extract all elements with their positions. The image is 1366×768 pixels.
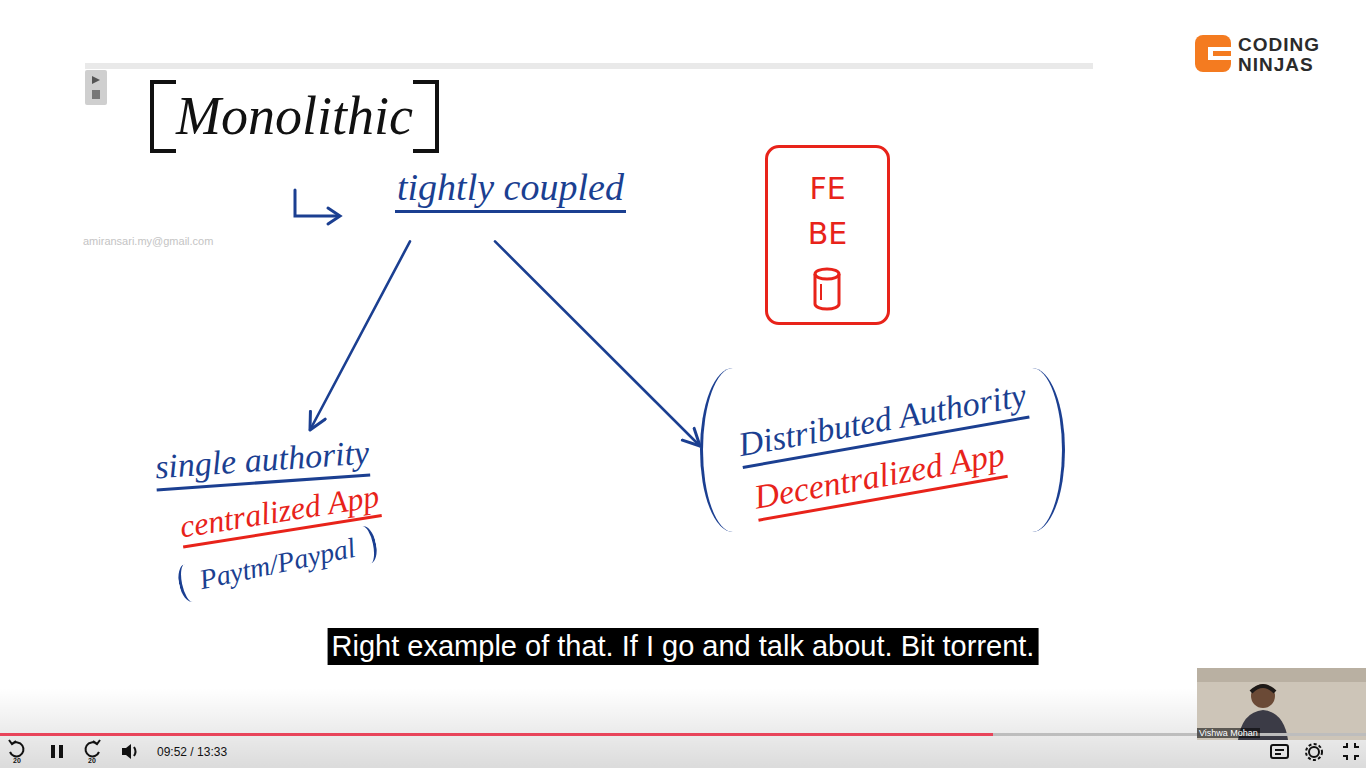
example-text: Paytm/Paypal xyxy=(175,525,379,603)
label-holder: amiransari.my@gmail.com xyxy=(83,235,213,247)
authority-group: single authoritycentralized AppPaytm/Pay… xyxy=(155,430,380,583)
presenter-name: Vishwa Mohan xyxy=(1197,728,1260,738)
watermark: amiransari.my@gmail.com xyxy=(83,235,213,247)
note-text: tightly coupled xyxy=(395,165,626,214)
player-shade xyxy=(0,688,1366,768)
label-holder: NINJAS xyxy=(1238,55,1314,74)
label-holder: 20 xyxy=(88,757,96,764)
brand-name: NINJAS xyxy=(1238,55,1314,74)
progress-remaining xyxy=(993,733,1366,736)
branch-text: Decentralized App xyxy=(751,434,1008,521)
label-holder: 20 xyxy=(13,757,21,764)
title-text: Monolithic xyxy=(150,80,439,153)
layer-text: BE xyxy=(798,211,857,256)
hook-arrow-head xyxy=(328,208,340,224)
subtitle-caption: Right example of that. If I go and talk … xyxy=(328,628,1039,665)
toolbar-icon xyxy=(92,76,100,84)
presenter-video xyxy=(1197,668,1366,740)
database-symbol xyxy=(815,269,839,309)
branch-heading: Distributed Authority xyxy=(735,375,1029,469)
branch-text: centralized App xyxy=(177,476,382,548)
toolbar-icon xyxy=(92,90,100,99)
time-display: 09:52 / 13:33 xyxy=(157,745,227,759)
branch-arrow xyxy=(310,241,410,430)
player-controls xyxy=(9,740,1359,760)
label-holder: Vishwa Mohan xyxy=(1197,728,1260,738)
label-holder: Right example of that. If I go and talk … xyxy=(328,628,1039,665)
authority-group: Distributed AuthorityDecentralized App xyxy=(700,368,1065,532)
toolbar-strip xyxy=(85,63,1093,69)
monolithic-box: Monolithic tightly coupled xyxy=(150,80,626,241)
skip-seconds: 20 xyxy=(13,757,21,764)
stack-box: FEBE xyxy=(765,145,890,325)
toolbar-widget xyxy=(85,70,107,105)
brand-logo xyxy=(1195,35,1231,72)
layer-text: FE xyxy=(798,166,857,211)
label-holder: CODING xyxy=(1238,35,1320,54)
branch-arrow xyxy=(495,241,700,446)
label-holder: 09:52 / 13:33 xyxy=(157,745,227,759)
skip-seconds: 20 xyxy=(88,757,96,764)
progress-played xyxy=(0,733,993,736)
branch-heading: single authority xyxy=(154,433,371,492)
brand-name: CODING xyxy=(1238,35,1320,54)
